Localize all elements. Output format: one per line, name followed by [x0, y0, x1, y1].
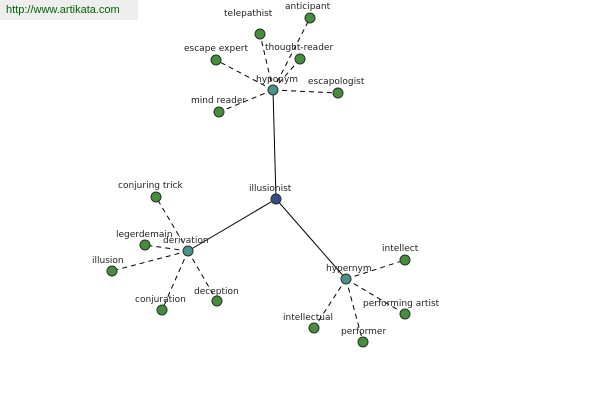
node-label-derivation[interactable]: derivation	[163, 236, 209, 246]
node-hyponym[interactable]	[267, 84, 279, 96]
edge-hyponym-escapologist	[272, 89, 339, 94]
node-label-intellectual[interactable]: intellectual	[283, 313, 333, 323]
node-label-conjuring-trick[interactable]: conjuring trick	[118, 181, 184, 191]
graph-labels: telepathist anticipant escape expert though…	[92, 2, 440, 337]
edge-hypernym-performing-artist	[345, 278, 406, 315]
edge-illusionist-hyponym	[272, 89, 277, 200]
node-label-hyponym[interactable]: hyponym	[256, 75, 298, 85]
source-url-banner[interactable]: http://www.artikata.com	[0, 0, 138, 20]
node-label-illusionist[interactable]: illusionist	[249, 184, 292, 194]
node-mind-reader[interactable]	[213, 106, 225, 118]
node-label-deception[interactable]: deception	[194, 287, 239, 297]
node-illusion[interactable]	[106, 265, 118, 277]
node-label-performing-artist[interactable]: performing artist	[363, 299, 440, 309]
node-performer[interactable]	[357, 336, 369, 348]
edge-hypernym-intellect	[345, 259, 406, 280]
node-performing-artist[interactable]	[399, 308, 411, 320]
edge-hypernym-intellectual	[313, 278, 347, 329]
edge-illusionist-derivation	[187, 198, 277, 252]
node-legerdemain[interactable]	[139, 239, 151, 251]
node-thought-reader[interactable]	[294, 53, 306, 65]
graph-edges	[111, 17, 406, 343]
node-escapologist[interactable]	[332, 87, 344, 99]
node-label-performer[interactable]: performer	[341, 327, 386, 337]
node-illusionist[interactable]	[270, 193, 282, 205]
node-label-hypernym[interactable]: hypernym	[326, 264, 372, 274]
node-label-mind-reader[interactable]: mind reader	[191, 96, 246, 106]
edge-derivation-conjuring-trick	[155, 196, 189, 252]
edge-derivation-conjuration	[161, 250, 189, 311]
edge-hyponym-thought-reader	[272, 58, 301, 91]
edge-hyponym-telepathist	[259, 33, 274, 91]
node-label-escapologist[interactable]: escapologist	[308, 77, 365, 87]
graph-nodes	[106, 12, 411, 348]
node-label-conjuration[interactable]: conjuration	[135, 295, 186, 305]
node-label-escape-expert[interactable]: escape expert	[184, 44, 248, 54]
edge-derivation-deception	[187, 250, 218, 302]
node-telepathist[interactable]	[254, 28, 266, 40]
node-label-legerdemain[interactable]: legerdemain	[116, 230, 173, 240]
edge-hyponym-anticipant	[272, 17, 311, 91]
node-intellectual[interactable]	[308, 322, 320, 334]
node-conjuration[interactable]	[156, 304, 168, 316]
edge-derivation-legerdemain	[144, 244, 189, 252]
edge-hypernym-performer	[345, 278, 364, 343]
node-intellect[interactable]	[399, 254, 411, 266]
node-label-anticipant[interactable]: anticipant	[285, 2, 331, 12]
node-escape-expert[interactable]	[210, 54, 222, 66]
node-anticipant[interactable]	[304, 12, 316, 24]
node-label-telepathist[interactable]: telepathist	[224, 9, 273, 19]
node-label-illusion[interactable]: illusion	[92, 256, 124, 266]
edge-hyponym-escape-expert	[215, 59, 274, 91]
node-hypernym[interactable]	[340, 273, 352, 285]
node-label-thought-reader[interactable]: thought-reader	[265, 43, 333, 53]
node-label-intellect[interactable]: intellect	[382, 244, 419, 254]
node-deception[interactable]	[211, 295, 223, 307]
edge-hyponym-mind-reader	[218, 89, 274, 113]
node-conjuring-trick[interactable]	[150, 191, 162, 203]
edge-illusionist-hypernym	[275, 198, 347, 280]
edge-derivation-illusion	[111, 250, 189, 272]
node-derivation[interactable]	[182, 245, 194, 257]
